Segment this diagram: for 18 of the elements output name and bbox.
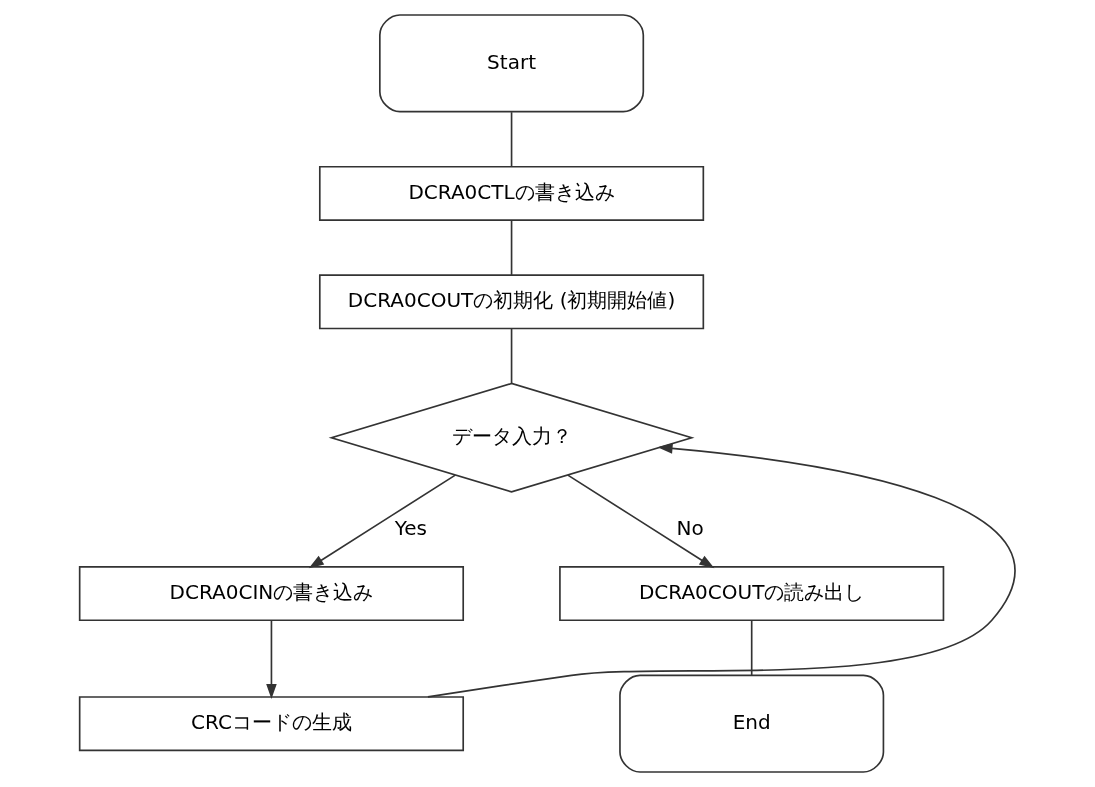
node-box: Start <box>379 14 645 113</box>
edge-label: No <box>676 515 704 540</box>
node-box: End <box>619 674 885 773</box>
node-diamond: データ入力？ <box>328 382 695 493</box>
node-box: DCRA0CINの書き込み <box>78 566 465 622</box>
node-box: DCRA0CTLの書き込み <box>318 165 705 221</box>
arrow <box>266 619 277 700</box>
connector <box>750 619 753 676</box>
node-box: DCRA0COUTの読み出し <box>559 566 945 622</box>
edge-label: Yes <box>394 515 427 540</box>
arrow <box>567 474 715 569</box>
connector <box>510 219 513 276</box>
connector <box>510 328 513 384</box>
arrow <box>308 474 457 569</box>
node-box: CRCコードの生成 <box>78 696 465 752</box>
node-box: DCRA0COUTの初期化 (初期開始値) <box>318 274 705 330</box>
connector <box>510 111 513 167</box>
arrow <box>427 443 1016 698</box>
